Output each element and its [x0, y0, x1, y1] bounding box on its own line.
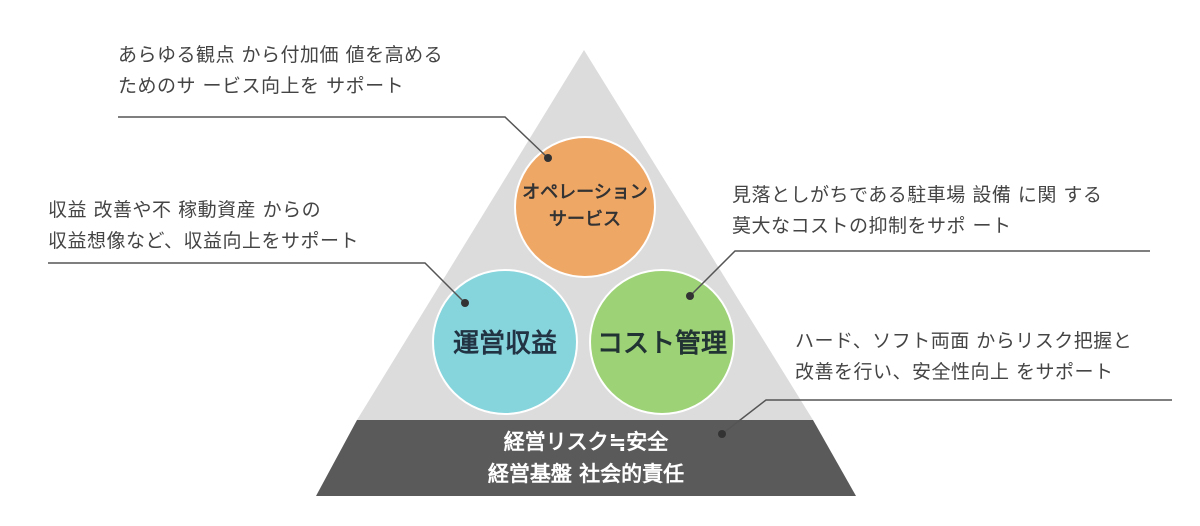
- note-operation-line-1: あらゆる観点 から付加価 値を高める: [118, 44, 444, 66]
- note-risk-line-1: ハード、ソフト両面 からリスク把握と: [795, 330, 1133, 352]
- circle-revenue-label: 運営収益: [453, 329, 557, 359]
- note-cost-line-2: 莫大なコストの抑制をサポ ート: [732, 215, 1012, 237]
- leader-line-revenue: [48, 262, 466, 304]
- leader-dot-cost: [686, 292, 694, 300]
- circle-operation-label-2: サービス: [549, 209, 621, 230]
- circle-operation-label-1: オペレーション: [522, 182, 648, 203]
- note-cost: 見落としがちである駐車場 設備 に関 する 莫大なコストの抑制をサポ ート: [732, 180, 1102, 242]
- leader-line-operation: [118, 116, 549, 159]
- leader-line-risk: [721, 399, 1172, 435]
- note-cost-line-1: 見落としがちである駐車場 設備 に関 する: [732, 184, 1103, 206]
- circle-cost-management: [589, 269, 735, 415]
- leader-dot-operation: [544, 154, 552, 162]
- note-risk-line-2: 改善を行い、安全性向上 をサポート: [795, 361, 1114, 383]
- circle-operating-revenue: [432, 269, 578, 415]
- note-revenue-line-2: 収益想像など、収益向上をサポート: [48, 230, 360, 252]
- note-operation: あらゆる観点 から付加価 値を高める ためのサ ービス向上を サポート: [118, 40, 443, 102]
- leader-dot-risk: [718, 430, 726, 438]
- circle-cost-label: コスト管理: [597, 329, 727, 359]
- note-risk: ハード、ソフト両面 からリスク把握と 改善を行い、安全性向上 をサポート: [795, 326, 1132, 388]
- leader-line-cost: [689, 250, 1150, 297]
- note-operation-line-2: ためのサ ービス向上を サポート: [118, 75, 405, 97]
- base-label-2: 経営基盤 社会的責任: [488, 462, 684, 486]
- note-revenue: 収益 改善や不 稼動資産 からの 収益想像など、収益向上をサポート: [48, 195, 359, 257]
- leader-dot-revenue: [461, 299, 469, 307]
- pyramid-base-band: [316, 420, 856, 496]
- note-revenue-line-1: 収益 改善や不 稼動資産 からの: [48, 199, 322, 221]
- base-label-1: 経営リスク≒安全: [504, 430, 670, 454]
- circle-operation-service: [514, 136, 656, 278]
